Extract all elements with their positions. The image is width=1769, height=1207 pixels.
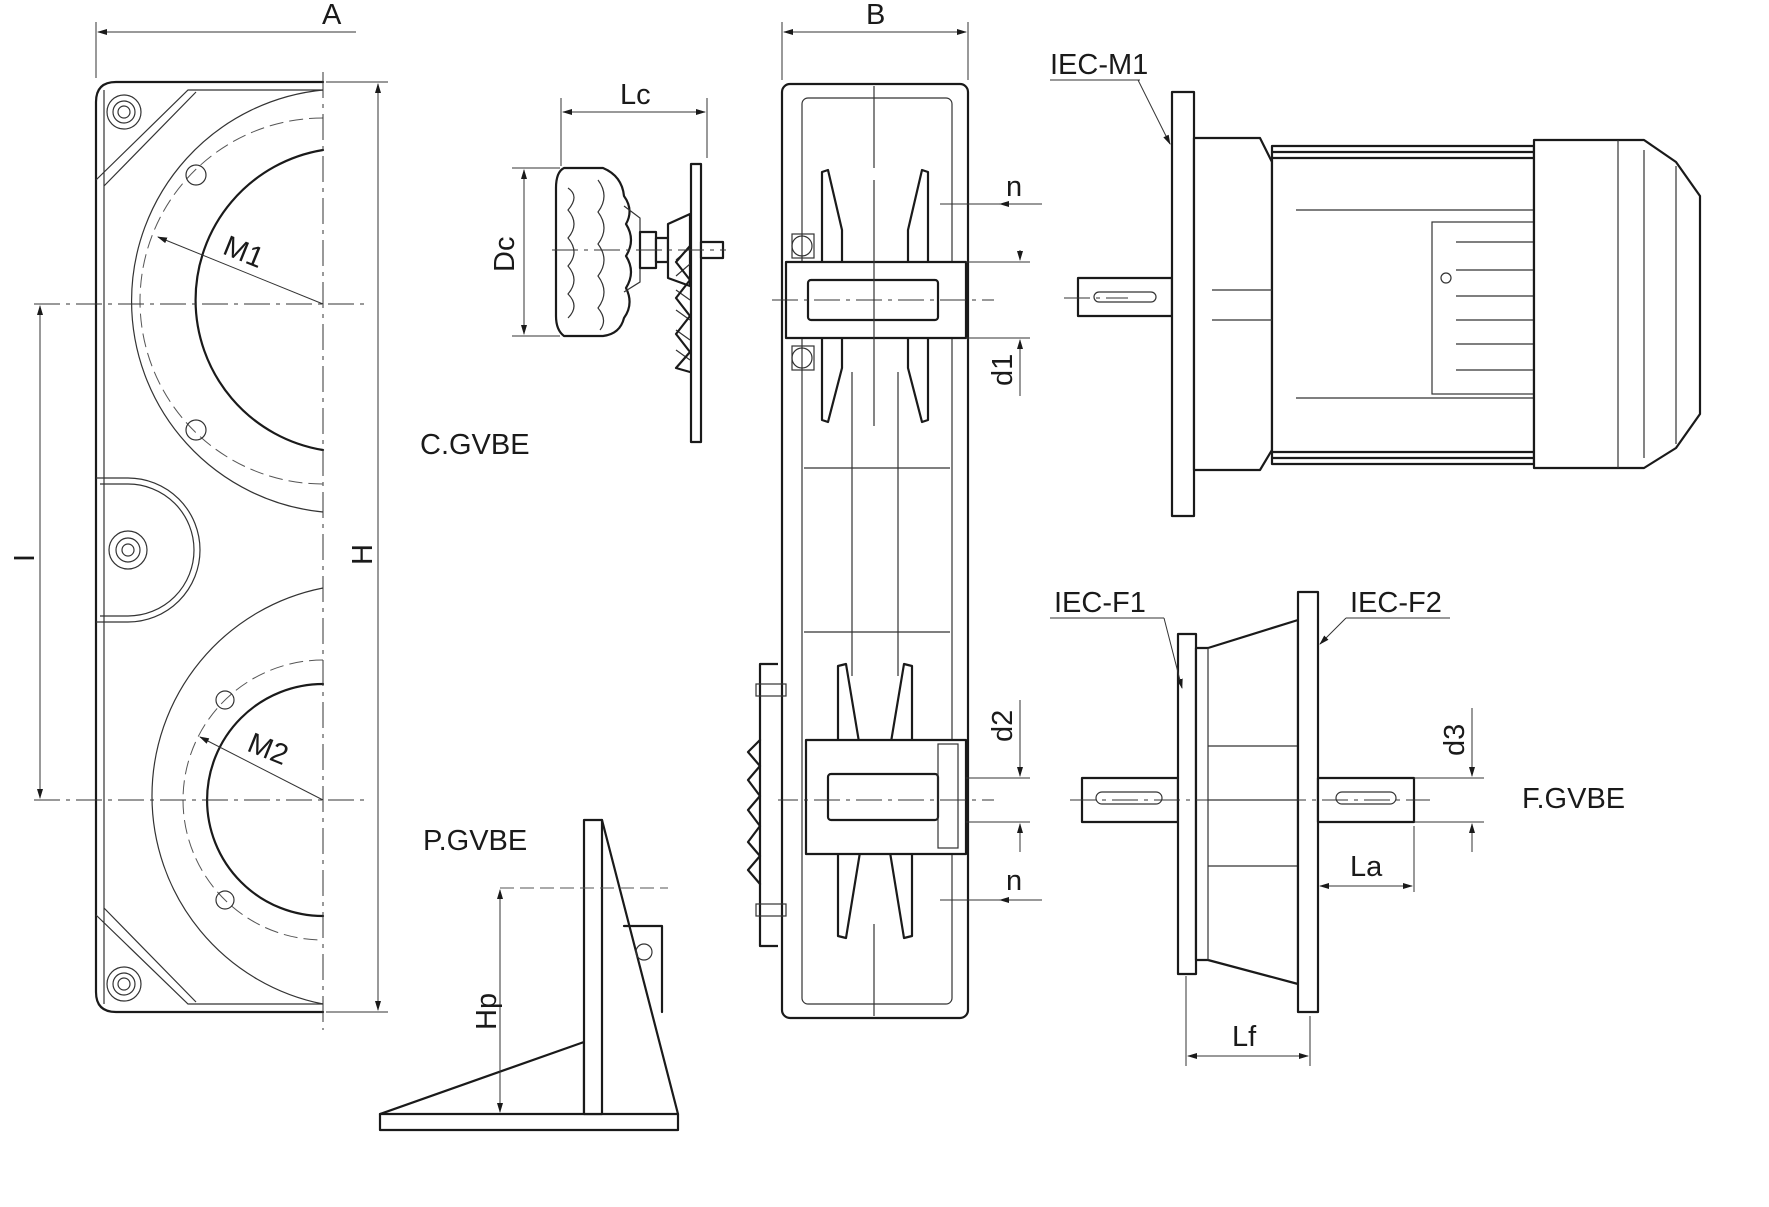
p-gvbe-label: P.GVBE	[423, 825, 527, 857]
dim-la-label: La	[1350, 851, 1383, 883]
iec-m1-label: IEC-M1	[1050, 49, 1148, 81]
m1-label: M1	[219, 230, 268, 275]
dim-a-label: A	[322, 0, 342, 31]
iec-f1-label: IEC-F1	[1054, 587, 1146, 619]
iec-f2-label: IEC-F2	[1350, 587, 1442, 619]
p-gvbe-bracket: Hp P.GVBE	[378, 818, 680, 1132]
iec-m1-motor: IEC-M1	[1050, 49, 1702, 518]
dim-h-label: H	[347, 544, 379, 565]
d3-label: d3	[1439, 724, 1471, 756]
c-gvbe-handwheel: Lc Dc C.GVBE	[420, 79, 726, 461]
front-view-housing: M1 M2 A H I	[9, 0, 388, 1030]
n-top-label: n	[1006, 171, 1022, 203]
side-section-view: B n d1 d2 n	[746, 0, 1042, 1020]
c-gvbe-label: C.GVBE	[420, 429, 530, 461]
f-gvbe-label: F.GVBE	[1522, 783, 1625, 815]
dim-hp-label: Hp	[471, 993, 503, 1030]
d1-label: d1	[987, 354, 1019, 386]
n-bottom-label: n	[1006, 865, 1022, 897]
dim-lc-label: Lc	[620, 79, 651, 111]
dim-b-label: B	[866, 0, 885, 31]
dim-i-label: I	[9, 554, 41, 562]
f-gvbe-flange: IEC-F1 IEC-F2 d3 La Lf F.GVBE	[1050, 587, 1625, 1066]
d2-label: d2	[987, 710, 1019, 742]
dim-dc-label: Dc	[489, 237, 521, 272]
m2-label: M2	[243, 727, 292, 772]
dim-lf-label: Lf	[1232, 1021, 1257, 1053]
